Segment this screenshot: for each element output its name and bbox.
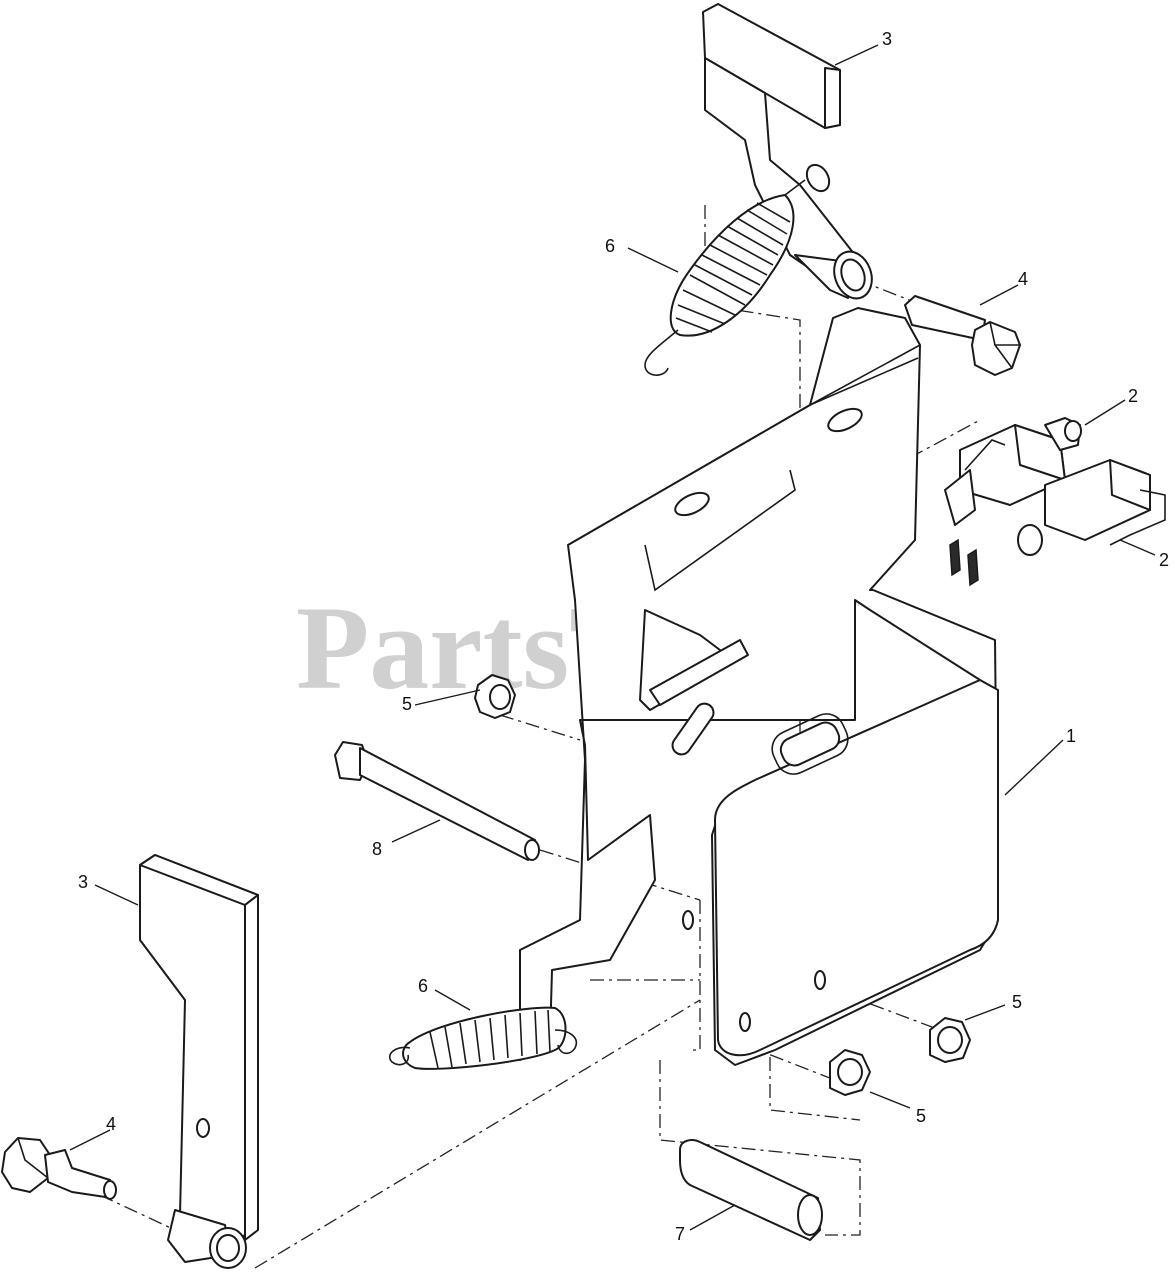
callout-label: 5 xyxy=(1012,992,1022,1012)
pedal-lower[interactable] xyxy=(139,854,259,1269)
switch-lower[interactable] xyxy=(1017,459,1166,556)
spring-lower[interactable] xyxy=(388,1006,577,1070)
callout-label: 7 xyxy=(675,1224,685,1244)
callout-label: 2 xyxy=(1159,550,1169,570)
callout-labels: 3 6 4 2 2 5 1 8 3 6 5 5 4 7 xyxy=(78,29,1169,1244)
callout-label: 4 xyxy=(106,1114,116,1134)
spring-top[interactable] xyxy=(644,179,806,376)
spacer-tube[interactable] xyxy=(679,1139,823,1241)
bolt-lower[interactable] xyxy=(1,1137,117,1200)
nut-upper-left[interactable] xyxy=(474,674,516,719)
nut-lower-right[interactable] xyxy=(929,1017,971,1063)
bolt-long[interactable] xyxy=(334,741,540,861)
callout-label: 3 xyxy=(78,872,88,892)
callout-label: 1 xyxy=(1066,726,1076,746)
pedal-top[interactable] xyxy=(702,3,878,304)
callout-label: 4 xyxy=(1018,269,1028,289)
callout-label: 5 xyxy=(402,694,412,714)
callout-label: 6 xyxy=(605,236,615,256)
nut-lower-middle[interactable] xyxy=(829,1049,871,1096)
callout-label: 6 xyxy=(418,976,428,996)
bracket-main[interactable] xyxy=(519,307,999,1066)
switch-upper[interactable] xyxy=(944,417,1082,587)
bolt-top[interactable] xyxy=(904,295,1021,376)
callout-label: 8 xyxy=(372,839,382,859)
callout-label: 3 xyxy=(882,29,892,49)
leader-lines xyxy=(69,44,1156,1231)
callout-label: 2 xyxy=(1128,386,1138,406)
callout-label: 5 xyxy=(916,1106,926,1126)
